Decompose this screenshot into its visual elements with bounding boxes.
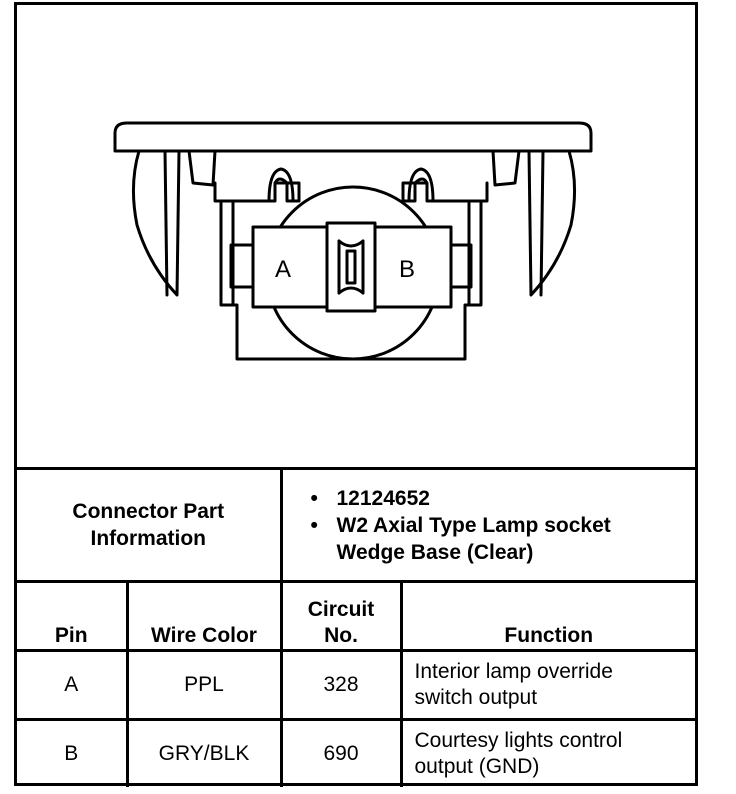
header-function: Function: [399, 580, 696, 652]
socket-type-line1: W2 Axial Type Lamp socket: [336, 513, 611, 537]
function-line2: output (GND): [414, 755, 540, 778]
pin-cell: A: [17, 649, 129, 721]
function-cell: Interior lamp override switch output: [399, 649, 696, 721]
function-line1: Courtesy lights control: [414, 729, 623, 752]
diagram-frame: A B Connector Part Information 12124652: [14, 2, 698, 787]
lamp-socket-illustration: A B: [113, 121, 593, 361]
part-number-item: 12124652: [311, 485, 696, 512]
header-wire-color: Wire Color: [125, 580, 283, 652]
connector-part-info-line2: Information: [90, 527, 207, 550]
connector-part-list: 12124652 W2 Axial Type Lamp socket Wedge…: [311, 485, 696, 566]
center-divider: [325, 221, 377, 313]
function-cell: Courtesy lights control output (GND): [399, 718, 696, 787]
function-line2: switch output: [414, 686, 538, 709]
connector-part-info-line1: Connector Part: [72, 500, 225, 523]
socket-type-line2: Wedge Base (Clear): [336, 540, 534, 564]
right-retaining-wing: [527, 149, 577, 297]
header-circuit-line1: Circuit: [307, 598, 375, 621]
table-row: A PPL 328 Interior lamp override switch …: [17, 649, 696, 721]
connector-part-info-values: 12124652 W2 Axial Type Lamp socket Wedge…: [279, 467, 696, 583]
terminal-a-label: A: [275, 256, 291, 283]
socket-type-item: W2 Axial Type Lamp socket Wedge Base (Cl…: [311, 512, 696, 566]
header-pin: Pin: [17, 580, 129, 652]
wire-color-cell: GRY/BLK: [125, 718, 283, 787]
function-line1: Interior lamp override: [414, 660, 613, 683]
table-row: B GRY/BLK 690 Courtesy lights control ou…: [17, 718, 696, 787]
header-circuit: Circuit No.: [279, 580, 403, 652]
pin-cell: B: [17, 718, 129, 787]
wire-color-cell: PPL: [125, 649, 283, 721]
left-retaining-wing: [131, 149, 181, 297]
terminal-b-label: B: [399, 256, 415, 283]
connector-drawing: A B: [17, 5, 695, 467]
table-header-row: Pin Wire Color Circuit No. Function: [17, 580, 696, 652]
header-circuit-line2: No.: [324, 624, 358, 647]
part-number: 12124652: [336, 486, 430, 510]
circuit-cell: 690: [279, 718, 403, 787]
circuit-cell: 328: [279, 649, 403, 721]
socket-flange: [113, 121, 593, 153]
connector-info-table: Connector Part Information 12124652 W2 A…: [17, 467, 696, 787]
connector-part-info-label: Connector Part Information: [17, 467, 283, 583]
